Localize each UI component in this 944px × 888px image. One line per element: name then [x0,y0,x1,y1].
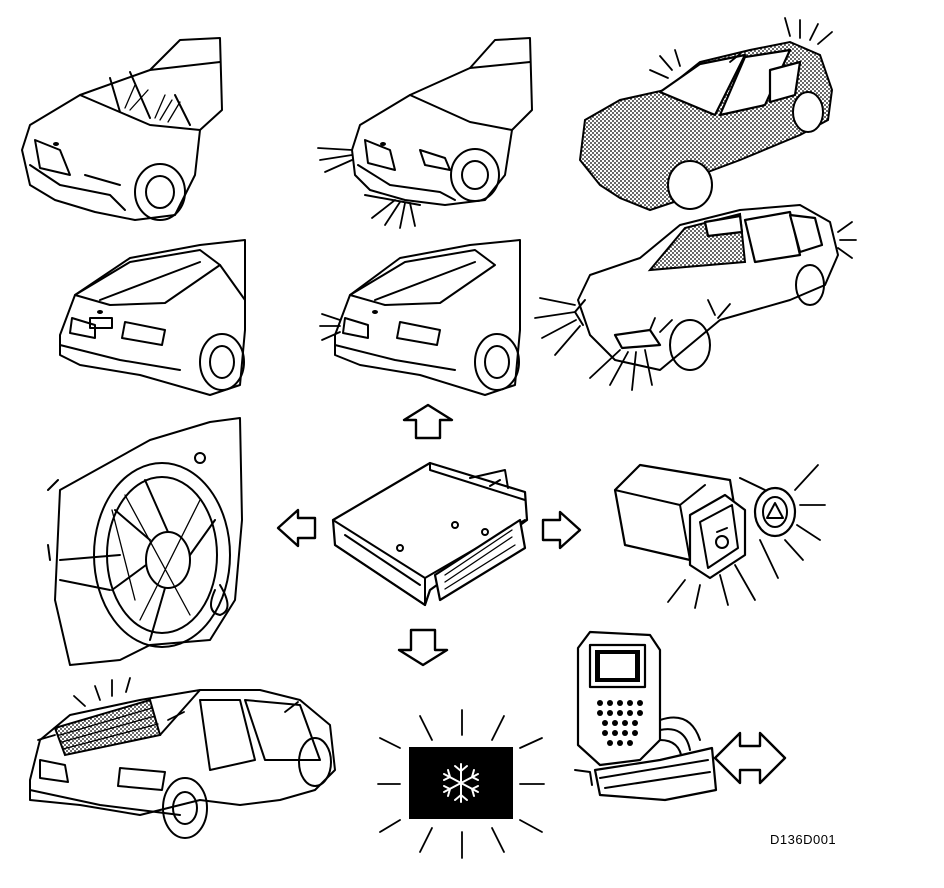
car-turn-signals-icon [534,204,857,391]
car-front-lights-icon [317,37,533,229]
double-arrow-icon [713,731,787,785]
car-heated-rear-window-icon [29,677,336,839]
radiator-fan-icon [47,417,243,666]
arrow-left-icon [276,508,317,548]
car-front-wipers-icon [21,37,223,221]
ac-snowflake-indicator-icon [377,709,545,859]
hazard-switch-icon [613,463,826,609]
figure-code: D136D001 [770,832,837,847]
diagnostic-tool-icon [574,630,718,802]
car-interior-lights-icon [578,17,834,212]
arrow-right-icon [541,510,582,550]
arrow-down-icon [397,628,449,667]
control-module-icon [331,461,529,607]
arrow-up-icon [402,403,454,440]
car-rear-lights-icon [319,239,521,396]
car-rear-wiper-icon [59,239,246,396]
